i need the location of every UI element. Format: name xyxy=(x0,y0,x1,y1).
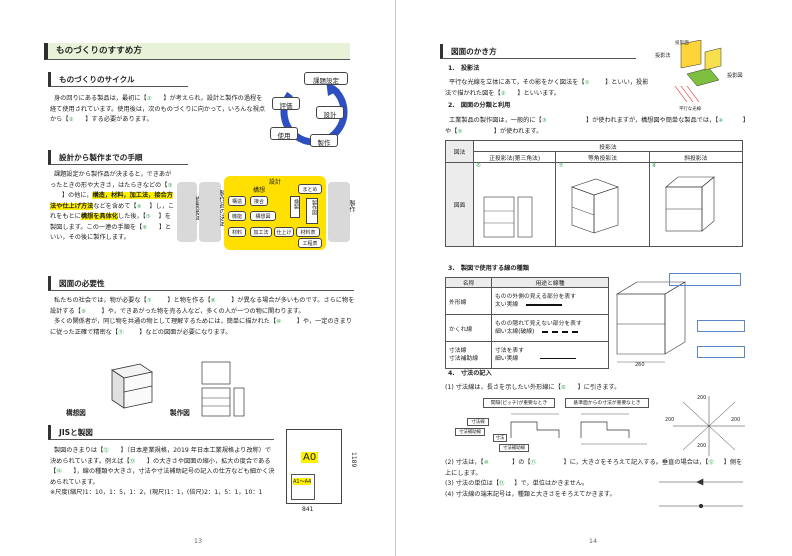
line-use-outline: ものの外側の見える部分を表す 太い実線 xyxy=(491,287,609,315)
dashed-line-sample xyxy=(542,330,579,333)
table-header-method: 図法 xyxy=(445,140,474,163)
section-title-procedure: 設計から製作までの手順 xyxy=(48,150,188,165)
flow-check: 検製 xyxy=(290,196,300,218)
drawing-types-text: 工業製品の製作図は，一般的に【③ 】が使われますが，構想図や簡単な製品では，【④… xyxy=(445,117,749,135)
line-use-dimension: 寸法を表す 細い実線 xyxy=(491,341,609,369)
table-cell-third-angle: ⑥ xyxy=(472,162,557,247)
procedure-text: 課題設定から製作品が決まると，できあがったときの形や大きさ，はたらきなどの【③ … xyxy=(50,171,175,241)
table-cell-isometric: ⑦ xyxy=(555,162,650,247)
projection-text: 平行な光線を立体にあて，その影をかく図法を【① 】といい，投影法で描かれた図を【… xyxy=(445,79,649,97)
drawing-need-text: 私たちの社会では，物が必要な【⑦ 】と物を作る【⑧ 】が異なる場合が多いものです… xyxy=(50,297,355,336)
paper-height: 1189 xyxy=(350,452,357,468)
dimension-orientation-icon xyxy=(673,396,745,456)
cycle-node-make: 製作 xyxy=(310,134,338,147)
line-name-outline: 外形線 xyxy=(445,287,492,315)
flow-item-material: 材料 xyxy=(228,227,246,237)
label-datum: 基準面からの寸法が重要なとき xyxy=(565,398,649,408)
flow-item-schedule: 工程表 xyxy=(298,238,322,248)
line-name-hidden: かくれ線 xyxy=(445,314,492,342)
line-name-dimension: 寸法線 寸法補助線 xyxy=(445,341,492,369)
label-dimension: 寸法 xyxy=(493,434,507,442)
table-row-drawing: 図面 xyxy=(445,162,474,247)
flow-item-structure: 構造 xyxy=(228,196,246,206)
jis-text: 製図のきまりは【⑫ 】（日本産業規格，2019 年日本工業規格より改称）で決めら… xyxy=(50,447,275,496)
shelf-isometric-icon xyxy=(615,281,687,363)
page-14: 図面のかき方 1. 投影法 平行な光線を立体にあて，その影をかく図法を【① 】と… xyxy=(397,0,792,556)
section-title-cycle: ものづくりのサイクル xyxy=(48,72,188,87)
projected-drawing-label: 投影図 xyxy=(727,73,743,79)
dimension-stepped-part-icon xyxy=(510,413,647,445)
table-col-isometric: 等角投影法 xyxy=(555,151,650,163)
label-pitch: 間隔(ピッチ)が重要なとき xyxy=(483,398,555,408)
thick-solid-line-sample xyxy=(526,303,563,306)
dim-label-right: 200 xyxy=(731,418,741,423)
projection-figure-icon xyxy=(674,40,722,103)
sub-line-types: 3. 製図で使用する線の種類 xyxy=(448,265,529,272)
flow-item-joint: 接合 xyxy=(250,196,268,206)
terminal-symbols-icon xyxy=(659,478,743,509)
label-ext-line-2: 寸法補助線 xyxy=(499,444,529,452)
page-number: 13 xyxy=(193,537,203,545)
oblique-drawing-icon xyxy=(664,176,715,232)
flow-item-function: 機能 xyxy=(228,211,246,221)
section-title-drawing: 図面のかき方 xyxy=(440,44,636,59)
isometric-drawing-icon xyxy=(571,178,620,234)
shelf-dimension: 260 xyxy=(635,362,645,368)
parallel-light-label: 平行な光線 xyxy=(679,107,701,112)
dim-label-top: 200 xyxy=(697,396,707,401)
paper-size-a0: A0 A1～A4 xyxy=(286,429,342,504)
cycle-node-eval: 評価 xyxy=(272,97,300,110)
page-number: 14 xyxy=(588,537,598,545)
flow-item-finish: 仕上げ xyxy=(274,227,294,237)
table-header-projection: 投影法 xyxy=(473,140,743,152)
dimension-rule-2: (2) 寸法は，【⑩ 】の【⑪ 】に，大きさをそろえて記入する。垂直の場合は，【… xyxy=(445,459,743,498)
flow-summary: まとめ xyxy=(298,184,322,194)
paper-width: 841 xyxy=(302,506,314,513)
projection-plane-label: 投影面 xyxy=(675,41,689,46)
third-angle-drawing-icon xyxy=(483,196,533,238)
cycle-text: 身の回りにある製品は，最初に【① 】が考えられ，設計と製作の過程を経て使用されて… xyxy=(50,95,266,123)
label-dim-line: 寸法線 xyxy=(467,418,489,426)
table-col-oblique: 斜投影法 xyxy=(648,151,744,163)
section-title-drawing-need: 図面の必要性 xyxy=(48,276,354,291)
line-types-table: 名称 用途と線種 外形線 ものの外側の見える部分を表す 太い実線 かくれ線 もの… xyxy=(445,277,609,369)
main-title: ものづくりのすすめ方 xyxy=(44,43,350,60)
thin-solid-line-sample xyxy=(540,358,577,359)
line-table-header-name: 名称 xyxy=(445,277,492,288)
table-col-third-angle: 正投影法(第三角法) xyxy=(472,151,557,163)
label-production-drawing: 製作図 xyxy=(170,409,190,417)
dim-label-bottom: 200 xyxy=(697,444,707,449)
flow-item-bom: 材料表 xyxy=(296,227,320,237)
dim-label-left: 200 xyxy=(665,418,675,423)
sub-drawing-types: 2. 図面の分類と利用 xyxy=(448,102,511,109)
table-cell-oblique: ⑧ xyxy=(648,162,744,247)
flow-item-sketch: 構想図 xyxy=(250,211,276,221)
cycle-node-task: 課題設定 xyxy=(304,72,348,85)
shelf-sketch-icon xyxy=(110,363,154,409)
projection-label: 投影法 xyxy=(655,53,671,59)
shelf-drawing-icon xyxy=(201,361,245,417)
label-concept-sketch: 構想図 xyxy=(66,409,86,417)
dimension-rule-1: (1) 寸法線は，長さを示したい外形線に【⑨ 】に引きます。 xyxy=(445,384,621,391)
page-13: ものづくりのすすめ方 ものづくりのサイクル 身の回りにある製品は，最初に【① 】… xyxy=(44,0,396,556)
callout-box-1 xyxy=(669,273,741,286)
sub-projection: 1. 投影法 xyxy=(448,65,480,72)
sub-dimensioning: 4. 寸法の記入 xyxy=(448,370,492,377)
section-title-jis: JISと製図 xyxy=(48,425,274,440)
flow-item-process: 加工法 xyxy=(250,227,272,237)
flow-step-make: 製作 xyxy=(328,182,355,242)
flow-step-task: 課題設定 xyxy=(177,182,201,242)
callout-box-3 xyxy=(697,346,745,358)
flow-design-group: 設計 構想 構造 接合 機能 構想図 材料 加工法 仕上げ 材料表 工程表 まと… xyxy=(224,176,326,250)
flow-step-decide: 製作品の決定 xyxy=(199,182,225,242)
projection-table: 図法 投影法 正投影法(第三角法) 等角投影法 斜投影法 図面 ⑥ ⑦ xyxy=(445,140,744,247)
line-table-header-use: 用途と線種 xyxy=(491,277,609,288)
flow-drawing: 製作図 xyxy=(306,198,318,224)
label-ext-line-1: 寸法補助線 xyxy=(455,428,485,436)
callout-box-2 xyxy=(697,320,745,332)
line-use-hidden: ものの隠れて見えない部分を表す 細い太線(破線) xyxy=(491,314,609,342)
cycle-node-use: 使用 xyxy=(270,127,298,140)
cycle-node-design: 設計 xyxy=(316,106,344,119)
